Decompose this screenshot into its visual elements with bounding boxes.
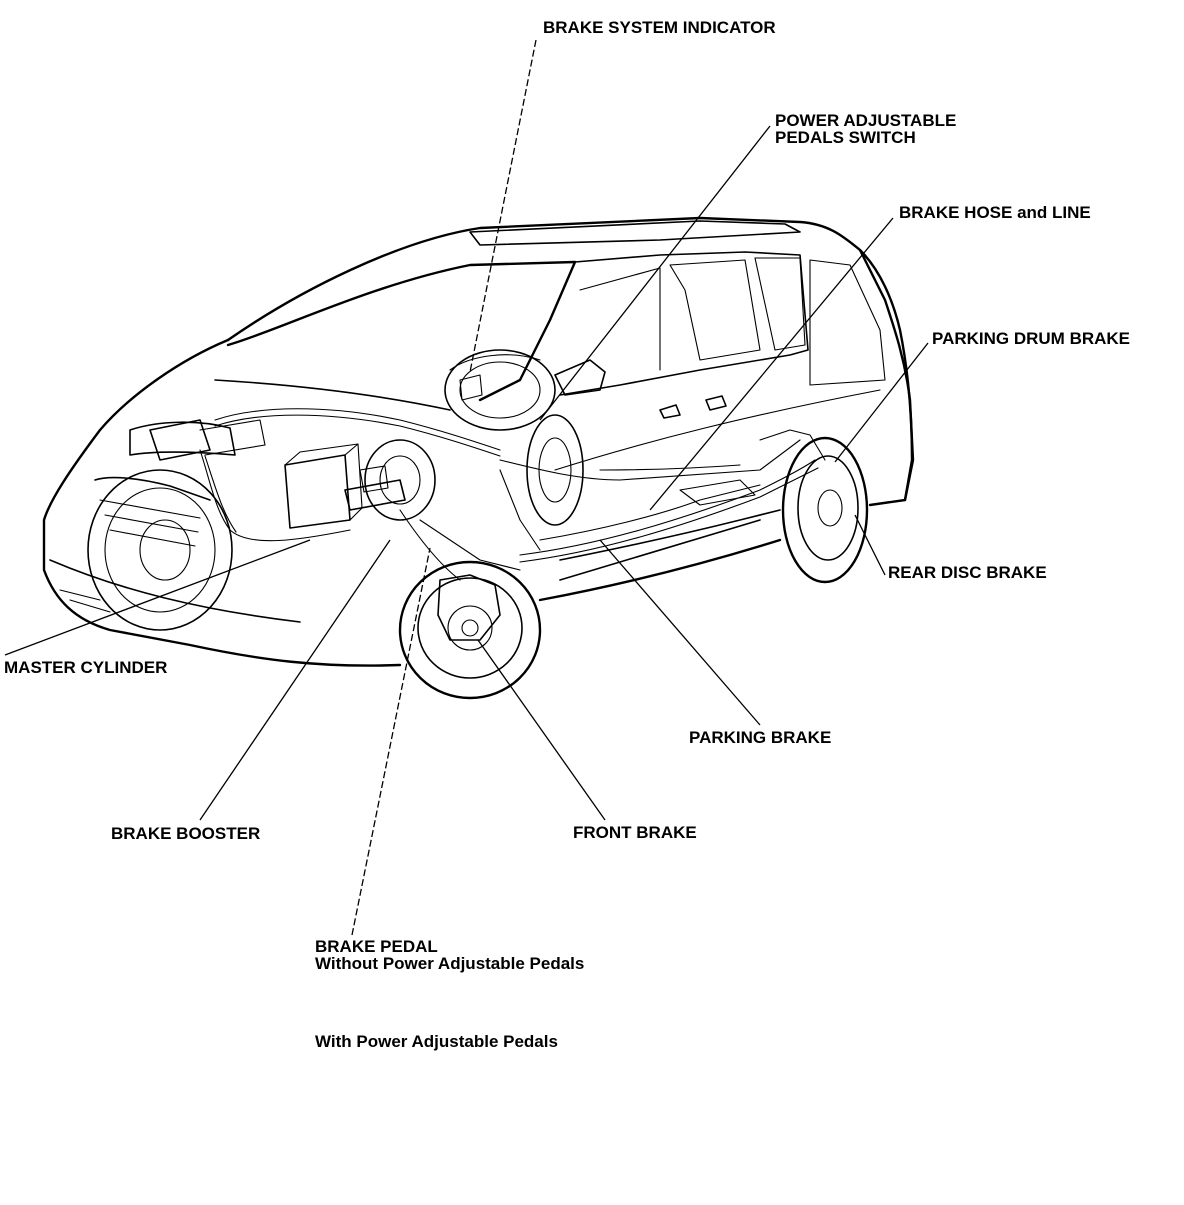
label-brake-pedal-line2: Without Power Adjustable Pedals [315,954,585,973]
brake-lines [199,408,826,581]
label-power-adjustable-pedals-switch: POWER ADJUSTABLE PEDALS SWITCH [775,112,956,146]
label-parking-brake: PARKING BRAKE [689,728,832,747]
engine-bay [149,349,556,529]
label-parking-drum-brake: PARKING DRUM BRAKE [932,329,1131,348]
front-left-wheel [87,469,233,631]
label-brake-system-indicator: BRAKE SYSTEM INDICATOR [543,18,776,37]
minivan-body [42,216,915,667]
rear-right-wheel [781,436,869,584]
label-power-adjustable-line2: PEDALS SWITCH [775,128,916,147]
label-brake-booster: BRAKE BOOSTER [111,824,261,843]
label-with-power-adjustable-pedals: With Power Adjustable Pedals [315,1032,558,1051]
front-right-wheel [398,560,542,700]
label-brake-hose-and-line: BRAKE HOSE and LINE [899,203,1091,222]
label-rear-disc-brake: REAR DISC BRAKE [888,563,1047,582]
label-brake-pedal: BRAKE PEDAL Without Power Adjustable Ped… [315,938,584,972]
label-front-brake: FRONT BRAKE [573,823,697,842]
label-master-cylinder: MASTER CYLINDER [4,658,168,677]
leader-lines [4,39,929,936]
label-brake-pedal-line1: BRAKE PEDAL [315,937,438,956]
rear-left-wheel [526,414,584,526]
label-power-adjustable-line1: POWER ADJUSTABLE [775,111,957,130]
